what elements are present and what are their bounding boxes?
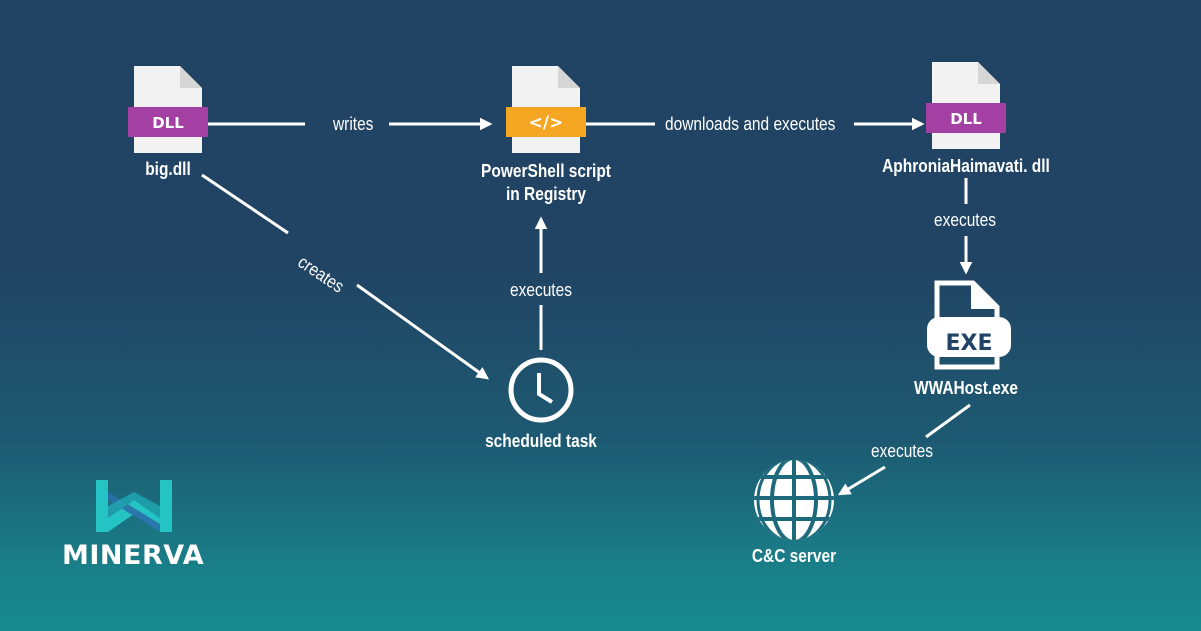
node-cc-server[interactable] xyxy=(750,458,838,547)
dll-badge-text: DLL xyxy=(152,114,184,132)
dll-file-icon: DLL xyxy=(128,66,208,153)
globe-icon xyxy=(754,460,834,540)
brand-name: MINERVA xyxy=(62,540,205,571)
label-wwahost-exe: WWAHost.exe xyxy=(913,378,1019,398)
node-wwahost-exe[interactable]: EXE xyxy=(925,280,1013,375)
exe-badge-text: EXE xyxy=(945,331,992,356)
edge-label-downloads-and-executes: downloads and executes xyxy=(665,114,836,134)
label-scheduled-task: scheduled task xyxy=(485,431,597,451)
minerva-logo xyxy=(94,478,174,539)
edge-creates-line-a xyxy=(201,173,289,235)
dll-file-icon: DLL xyxy=(926,62,1006,149)
edge-wwahost-executes-line-b xyxy=(837,465,886,496)
edge-label-task-executes: executes xyxy=(510,280,572,300)
label-powershell-line1: PowerShell script xyxy=(481,161,611,181)
edge-label-writes: writes xyxy=(333,114,374,134)
edge-wwahost-executes-line-a xyxy=(925,403,971,439)
minerva-logo-icon xyxy=(96,480,172,532)
dll-badge-text: DLL xyxy=(950,110,982,128)
edge-creates-line-b xyxy=(356,283,490,380)
exe-file-icon: EXE xyxy=(927,280,1011,370)
node-big-dll[interactable]: DLL xyxy=(128,66,208,161)
edge-label-aphronia-executes: executes xyxy=(934,210,996,230)
label-big-dll: big.dll xyxy=(145,159,191,179)
node-scheduled-task[interactable] xyxy=(507,356,575,429)
node-powershell-script[interactable]: </> xyxy=(506,66,586,161)
label-cc-server: C&C server xyxy=(751,546,837,566)
edge-label-wwahost-executes: executes xyxy=(871,441,933,461)
clock-icon xyxy=(508,357,574,423)
code-file-icon: </> xyxy=(506,66,586,153)
code-badge-text: </> xyxy=(529,113,564,133)
label-aphronia-dll: AphroniaHaimavati. dll xyxy=(882,156,1050,176)
label-powershell-line2: in Registry xyxy=(505,184,587,204)
node-aphronia-dll[interactable]: DLL xyxy=(926,62,1006,157)
